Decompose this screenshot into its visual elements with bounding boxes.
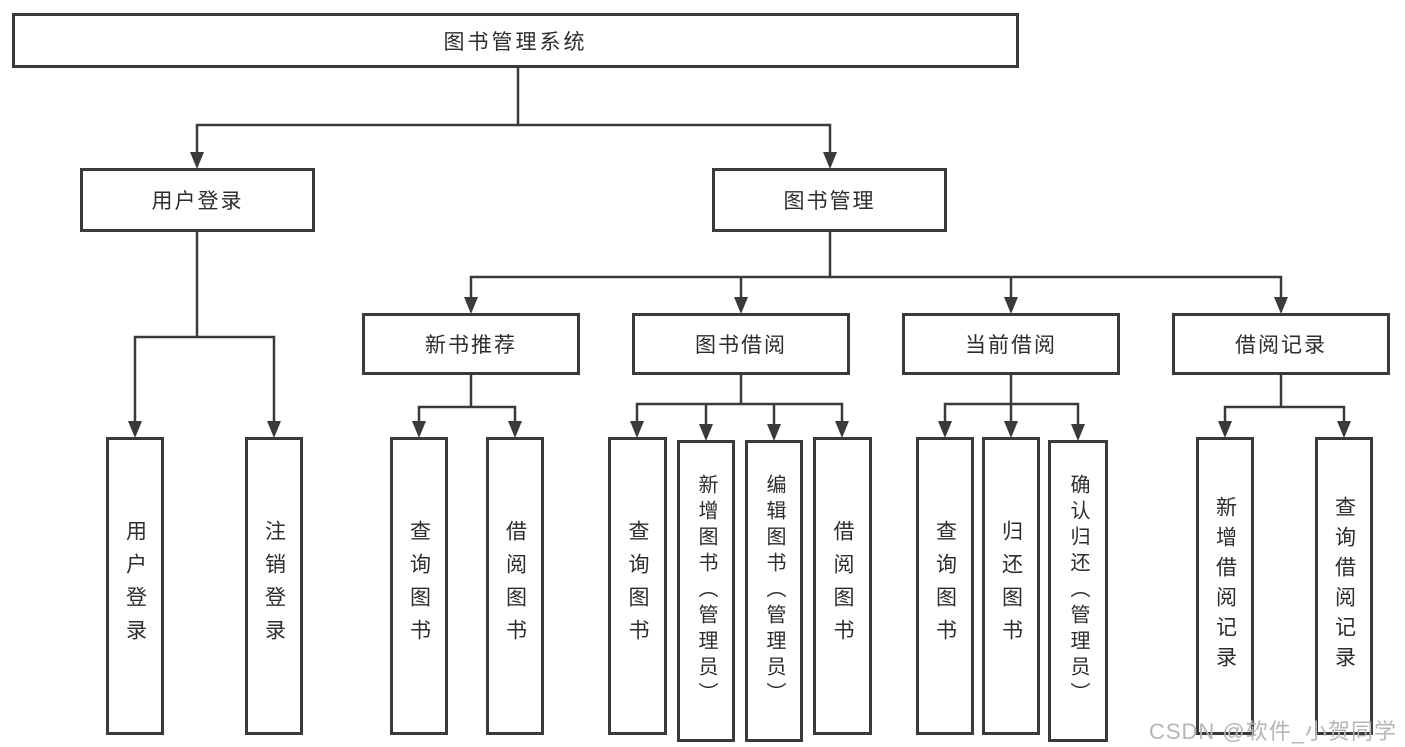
- leaf-user-login-label: 用户登录: [123, 520, 147, 652]
- leaf-add-books-admin: 新增图书（管理员）: [677, 440, 735, 742]
- node-system-root: 图书管理系统: [12, 13, 1019, 68]
- leaf-confirm-return-admin: 确认归还（管理员）: [1048, 440, 1108, 742]
- node-current-borrowing-label: 当前借阅: [965, 334, 1057, 357]
- leaf-add-borrow-record: 新增借阅记录: [1196, 437, 1254, 735]
- leaf-logout: 注销登录: [245, 437, 303, 735]
- node-borrowing-records: 借阅记录: [1172, 313, 1390, 375]
- leaf-add-books-admin-label: 新增图书（管理员）: [695, 474, 717, 708]
- leaf-recommend-borrow-books: 借阅图书: [486, 437, 544, 735]
- leaf-add-borrow-record-label: 新增借阅记录: [1213, 496, 1237, 676]
- node-book-management: 图书管理: [712, 168, 947, 232]
- leaf-logout-label: 注销登录: [262, 520, 286, 652]
- node-borrowing-records-label: 借阅记录: [1235, 334, 1327, 357]
- arrowheads: [128, 152, 1351, 441]
- leaf-user-login: 用户登录: [106, 437, 164, 735]
- leaf-query-borrow-record: 查询借阅记录: [1315, 437, 1373, 735]
- leaf-edit-books-admin: 编辑图书（管理员）: [745, 440, 803, 742]
- leaf-recommend-query-books-label: 查询图书: [407, 520, 431, 652]
- node-system-root-label: 图书管理系统: [443, 30, 588, 54]
- leaf-confirm-return-admin-label: 确认归还（管理员）: [1067, 474, 1089, 708]
- leaf-query-borrow-record-label: 查询借阅记录: [1332, 496, 1356, 676]
- node-current-borrowing: 当前借阅: [902, 313, 1120, 375]
- leaf-recommend-borrow-books-label: 借阅图书: [503, 520, 527, 652]
- leaf-borrowing-borrow-books-label: 借阅图书: [831, 520, 854, 652]
- leaf-current-query-books-label: 查询图书: [933, 520, 957, 652]
- node-book-management-label: 图书管理: [783, 190, 876, 213]
- node-user-login-label: 用户登录: [151, 190, 244, 213]
- leaf-borrowing-borrow-books: 借阅图书: [813, 437, 872, 735]
- node-book-borrowing: 图书借阅: [632, 313, 850, 375]
- leaf-recommend-query-books: 查询图书: [390, 437, 448, 735]
- leaf-borrowing-query-books: 查询图书: [608, 437, 667, 735]
- leaf-edit-books-admin-label: 编辑图书（管理员）: [763, 474, 785, 708]
- leaf-return-books: 归还图书: [982, 437, 1040, 735]
- leaf-current-query-books: 查询图书: [916, 437, 974, 735]
- node-book-borrowing-label: 图书借阅: [695, 334, 787, 357]
- node-user-login: 用户登录: [80, 168, 315, 232]
- node-new-book-recommend: 新书推荐: [362, 313, 580, 375]
- leaf-borrowing-query-books-label: 查询图书: [626, 520, 649, 652]
- csdn-watermark: CSDN @软件_小贺同学: [1148, 719, 1397, 744]
- node-new-book-recommend-label: 新书推荐: [425, 334, 517, 357]
- leaf-return-books-label: 归还图书: [999, 520, 1023, 652]
